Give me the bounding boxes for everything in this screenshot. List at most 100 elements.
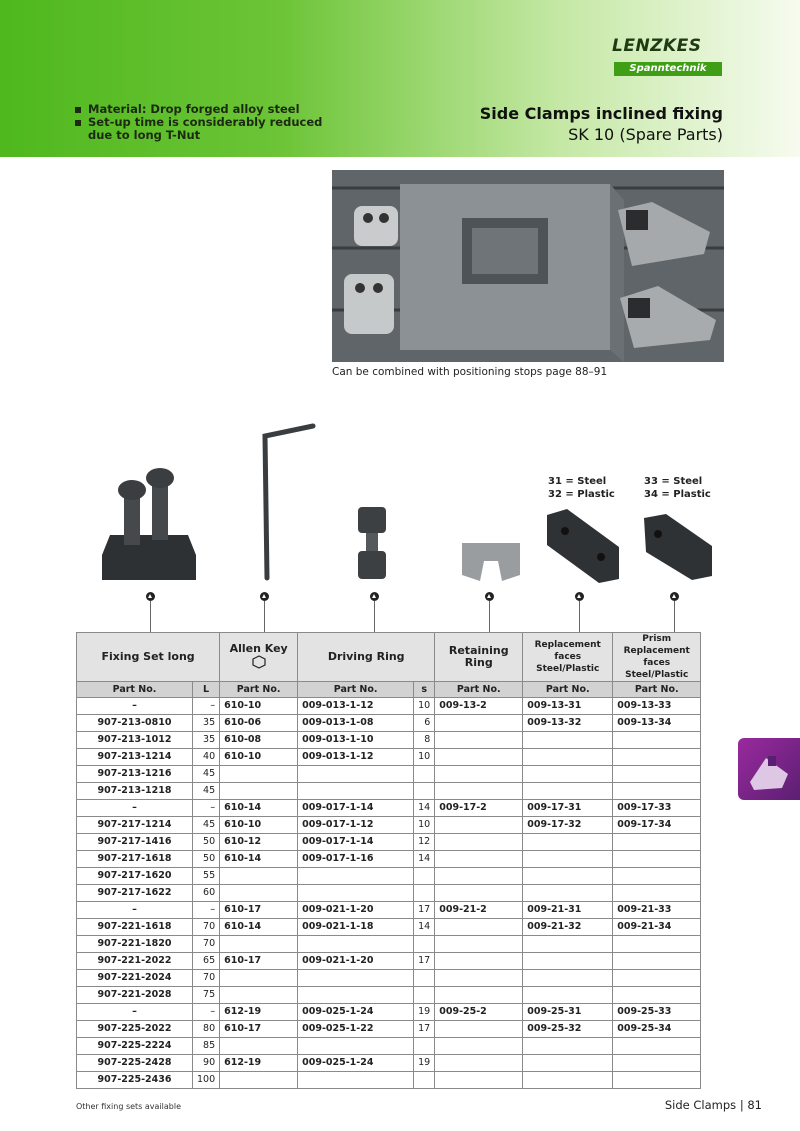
table-cell	[219, 986, 299, 1004]
table-cell: 009-17-2	[434, 799, 524, 817]
side-clamp-icon	[750, 756, 788, 790]
table-cell: 610-17	[219, 1020, 299, 1038]
callout-marker	[575, 592, 584, 601]
table-cell	[612, 833, 702, 851]
table-cell: 40	[191, 748, 221, 766]
table-cell: 009-13-31	[522, 697, 614, 715]
table-cell: 14	[413, 799, 436, 817]
table-cell: 907-225-2224	[76, 1037, 193, 1055]
lenzkes-logo: LENZKES Spanntechnik	[612, 36, 724, 80]
col-group-prism-faces: Prism Replacement faces Steel/Plastic	[612, 632, 702, 682]
table-cell: 009-25-2	[434, 1003, 524, 1021]
table-cell: 45	[191, 782, 221, 800]
table-cell	[434, 714, 524, 732]
table-cell: 75	[191, 986, 221, 1004]
page-number: Side Clamps | 81	[664, 1098, 762, 1112]
table-cell: 907-221-2024	[76, 969, 193, 987]
table-cell	[434, 1071, 524, 1089]
table-cell: 10	[413, 816, 436, 834]
table-cell: 009-17-34	[612, 816, 702, 834]
table-cell	[522, 935, 614, 953]
callout-line	[264, 601, 265, 632]
col-group-fixing-set: Fixing Set long	[75, 632, 221, 682]
subheader-part-no: Part No.	[434, 681, 524, 698]
table-cell: 610-14	[219, 850, 299, 868]
logo-name: LENZKES	[612, 36, 702, 56]
table-cell: 65	[191, 952, 221, 970]
table-cell: –	[191, 901, 221, 919]
table-cell	[612, 969, 702, 987]
table-cell: 009-21-34	[612, 918, 702, 936]
col-group-driving-ring: Driving Ring	[297, 632, 436, 682]
table-cell: 70	[191, 918, 221, 936]
table-cell	[522, 782, 614, 800]
table-cell: 17	[413, 1020, 436, 1038]
table-cell	[434, 816, 524, 834]
feature-list: Material: Drop forged alloy steel Set-up…	[75, 103, 322, 142]
table-cell	[612, 765, 702, 783]
table-cell: 90	[191, 1054, 221, 1072]
table-cell	[297, 867, 415, 885]
table-cell: 907-213-1214	[76, 748, 193, 766]
feature-bullet: Set-up time is considerably reduced	[75, 116, 322, 129]
table-cell: 10	[413, 697, 436, 715]
table-cell	[522, 969, 614, 987]
table-cell	[297, 1037, 415, 1055]
table-cell	[522, 1037, 614, 1055]
table-cell: 009-25-33	[612, 1003, 702, 1021]
table-cell: 907-217-1618	[76, 850, 193, 868]
rep-face-legend: 31 = Steel 32 = Plastic	[548, 475, 615, 501]
table-cell: 009-21-2	[434, 901, 524, 919]
table-cell: 610-06	[219, 714, 299, 732]
prism-face-image	[644, 514, 712, 580]
table-cell	[434, 833, 524, 851]
table-cell: 009-021-1-20	[297, 901, 415, 919]
table-cell: 70	[191, 935, 221, 953]
table-cell: 009-017-1-14	[297, 833, 415, 851]
table-cell	[297, 969, 415, 987]
table-cell	[413, 884, 436, 902]
subheader-part-no: Part No.	[297, 681, 415, 698]
table-cell: 009-25-34	[612, 1020, 702, 1038]
table-cell: 009-13-33	[612, 697, 702, 715]
table-cell	[434, 935, 524, 953]
table-cell: 612-19	[219, 1003, 299, 1021]
callout-marker	[146, 592, 155, 601]
table-cell	[219, 969, 299, 987]
section-tab	[738, 738, 800, 800]
fixing-set-image	[102, 468, 196, 580]
table-cell: 907-221-2022	[76, 952, 193, 970]
table-cell: 8	[413, 731, 436, 749]
table-cell	[297, 935, 415, 953]
callout-marker	[260, 592, 269, 601]
callout-line	[489, 601, 490, 632]
table-cell	[219, 867, 299, 885]
table-cell	[219, 884, 299, 902]
table-cell: 19	[413, 1003, 436, 1021]
table-cell	[413, 867, 436, 885]
table-cell	[522, 731, 614, 749]
table-cell	[522, 884, 614, 902]
table-cell: 17	[413, 952, 436, 970]
table-cell: 907-217-1622	[76, 884, 193, 902]
table-cell	[612, 935, 702, 953]
table-cell	[297, 884, 415, 902]
table-cell: 009-21-33	[612, 901, 702, 919]
table-cell	[522, 765, 614, 783]
table-cell: 17	[413, 901, 436, 919]
table-cell: 612-19	[219, 1054, 299, 1072]
table-cell: 009-017-1-16	[297, 850, 415, 868]
table-cell	[522, 952, 614, 970]
callout-marker	[370, 592, 379, 601]
hexagon-icon	[252, 654, 266, 669]
callout-line	[579, 601, 580, 632]
table-cell	[434, 918, 524, 936]
